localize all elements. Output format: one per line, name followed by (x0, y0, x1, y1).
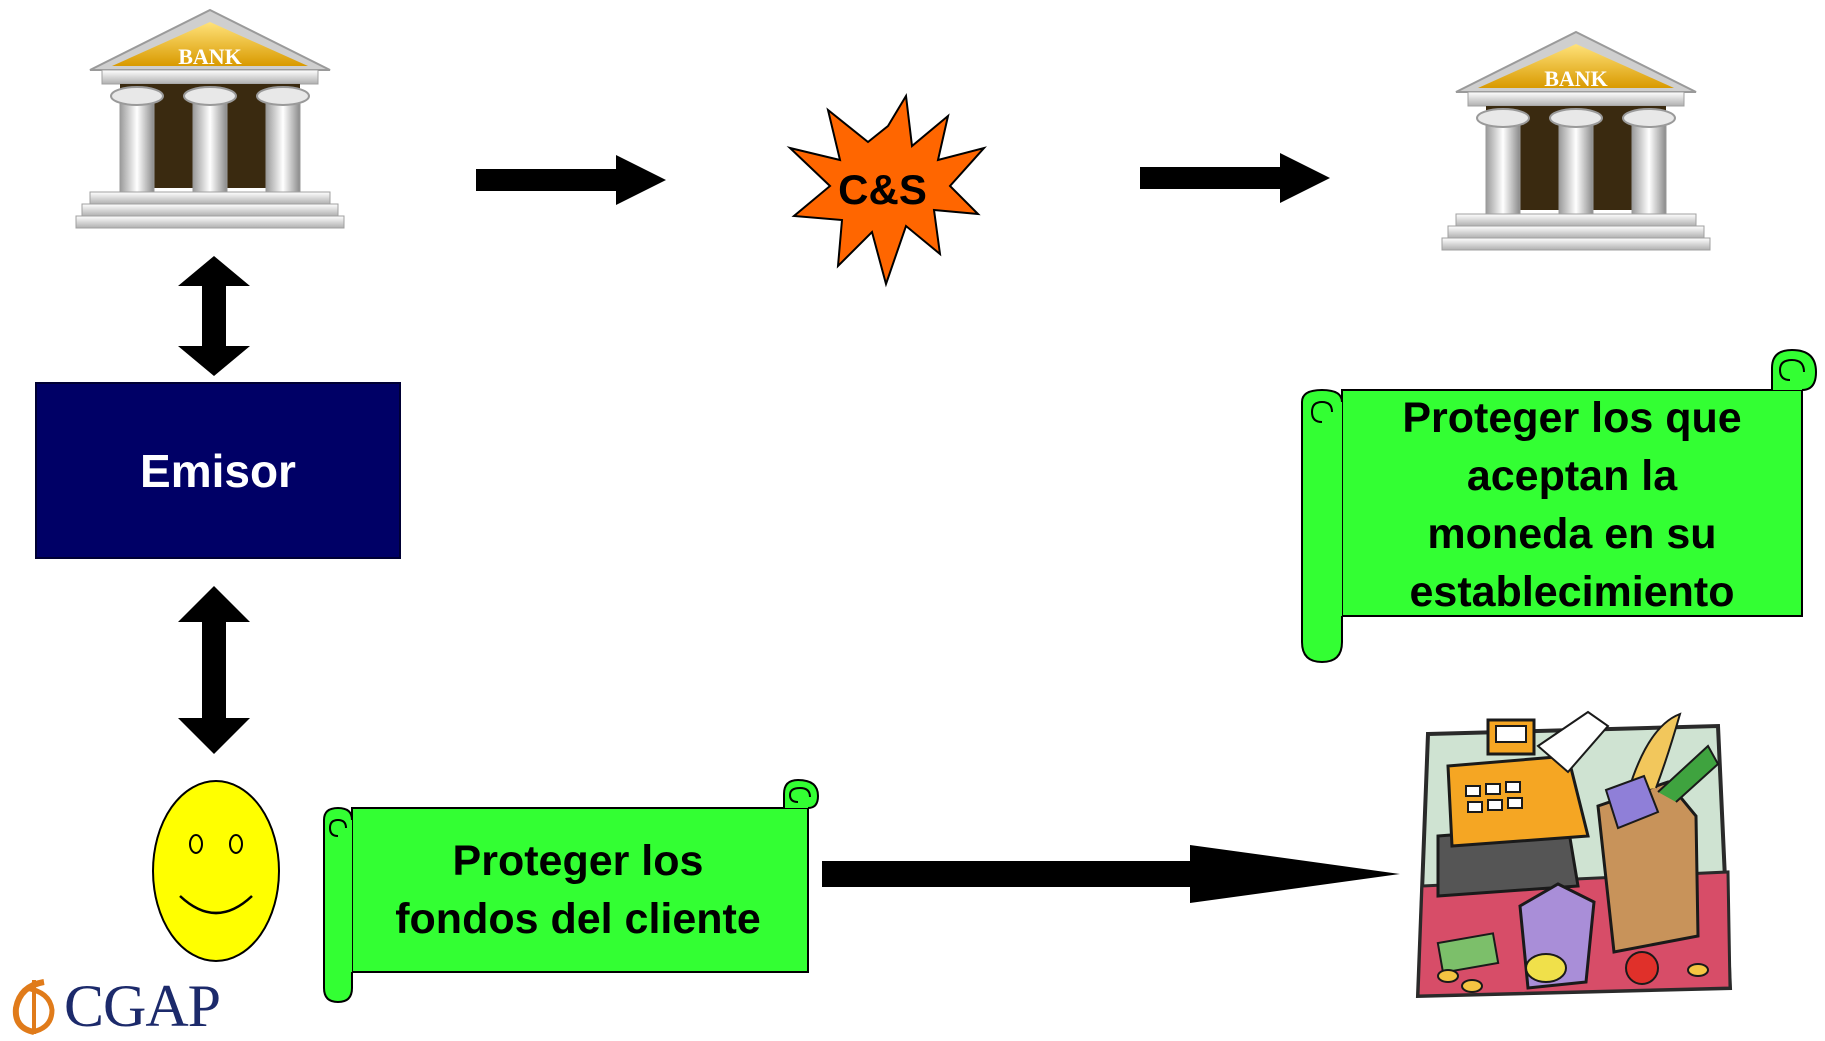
scroll-merchant-line-1: Proteger los que (1402, 394, 1742, 442)
double-arrow-bank-emisor (178, 256, 250, 376)
smiley-face-icon (150, 778, 282, 964)
scroll-merchant-line-4: establecimiento (1409, 568, 1735, 616)
bank-icon-left: BANK (75, 8, 345, 230)
cgap-logo-text: CGAP (64, 973, 221, 1039)
scroll-merchant-line-3: moneda en su (1427, 510, 1717, 558)
cs-label: C&S (838, 166, 927, 213)
emisor-label: Emisor (140, 444, 296, 497)
cgap-logo: CGAP (6, 973, 221, 1039)
scroll-client-protection (322, 778, 822, 1004)
scroll-client-line-2: fondos del cliente (395, 895, 761, 943)
arrow-client-to-shop (822, 845, 1400, 903)
bank-sign-left: BANK (178, 44, 242, 69)
bank-icon-right: BANK (1441, 30, 1711, 252)
cgap-logo-mark-icon (12, 979, 55, 1035)
shop-groceries-icon (1415, 706, 1738, 1002)
scroll-merchant-line-2: aceptan la (1466, 452, 1678, 500)
starburst-icon (786, 86, 988, 288)
double-arrow-emisor-client (178, 586, 250, 754)
scroll-merchant-protection (1301, 348, 1824, 664)
bank-sign-right: BANK (1544, 66, 1608, 91)
scroll-merchant-text: Proteger los que aceptan la moneda en su… (1344, 392, 1800, 618)
scroll-client-line-1: Proteger los (452, 837, 704, 885)
scroll-client-text: Proteger los fondos del cliente (358, 812, 798, 968)
emisor-box: Emisor (35, 382, 401, 559)
arrow-cs-to-bank (1140, 153, 1330, 203)
arrow-bank-to-cs (476, 155, 666, 205)
